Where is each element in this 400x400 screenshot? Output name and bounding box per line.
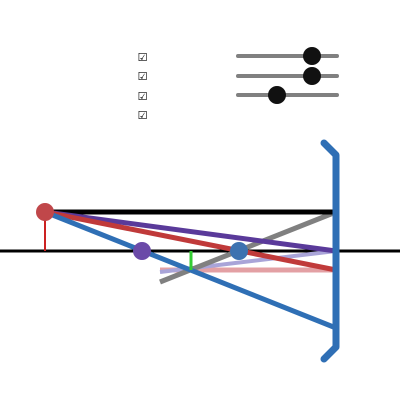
slider-track[interactable] bbox=[236, 93, 339, 97]
center-of-curvature-point[interactable] bbox=[230, 242, 248, 260]
ray-center bbox=[44, 209, 337, 273]
focal-point[interactable] bbox=[133, 242, 151, 260]
slider-knob[interactable] bbox=[268, 86, 287, 104]
object-handle[interactable] bbox=[36, 203, 54, 221]
checkbox-3[interactable]: ☑ bbox=[137, 90, 148, 103]
ray-focal bbox=[44, 209, 337, 254]
slider-1[interactable] bbox=[236, 46, 339, 66]
slider-track[interactable] bbox=[236, 74, 339, 78]
slider-knob[interactable] bbox=[303, 47, 322, 65]
checkbox-4[interactable]: ☑ bbox=[137, 109, 148, 122]
checkbox-2[interactable]: ☑ bbox=[137, 70, 148, 83]
mirror[interactable] bbox=[320, 139, 340, 363]
slider-3[interactable] bbox=[236, 85, 339, 105]
slider-2[interactable] bbox=[236, 66, 339, 86]
slider-track[interactable] bbox=[236, 54, 339, 58]
checkbox-1[interactable]: ☑ bbox=[137, 51, 148, 64]
slider-knob[interactable] bbox=[303, 67, 322, 85]
